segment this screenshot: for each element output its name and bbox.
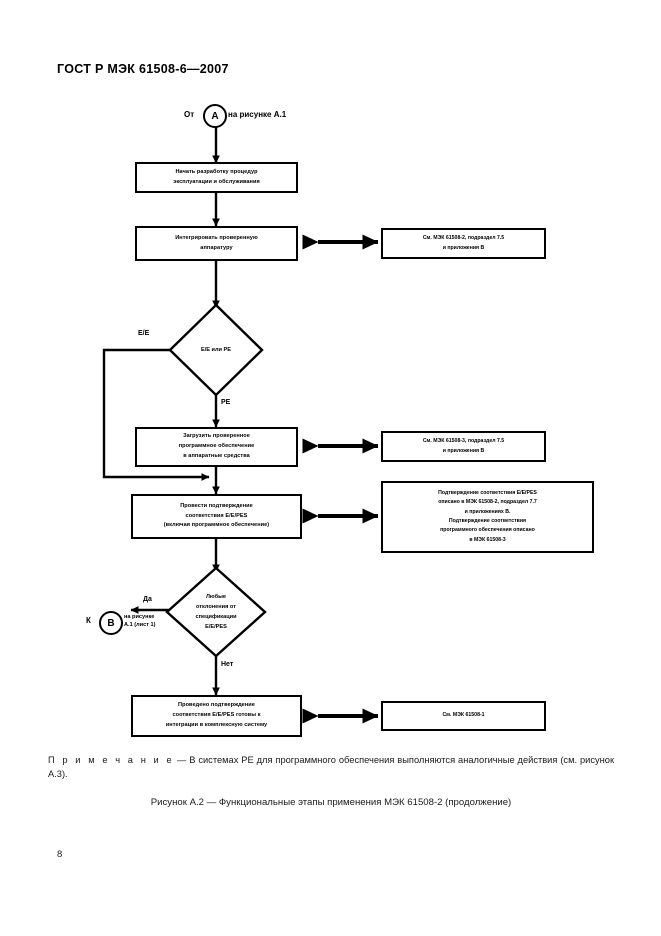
node-line: программное обеспечение bbox=[178, 443, 255, 450]
flowchart-connectors bbox=[102, 126, 379, 724]
node-line: Загрузить проверенное bbox=[183, 433, 250, 440]
entry-connector-suffix: на рисунке А.1 bbox=[228, 110, 287, 119]
reference-box-61508-1: См. МЭК 61508-1 bbox=[381, 701, 546, 731]
node-line: в аппаратные средства bbox=[183, 452, 250, 459]
node-line: аппаратуру bbox=[200, 244, 233, 251]
decision-shape-any-deviations bbox=[165, 566, 267, 658]
edge-label-ee: E/E bbox=[138, 330, 150, 337]
reference-line: См. МЭК 61508-2, подраздел 7.5 bbox=[422, 235, 505, 242]
entry-connector-circle-a: А bbox=[203, 104, 227, 128]
reference-box-61508-3-75: См. МЭК 61508-3, подраздел 7.5 и приложе… bbox=[381, 431, 546, 462]
reference-line: и приложениях B. bbox=[464, 508, 511, 515]
node-line: Начать разработку процедур bbox=[175, 168, 258, 175]
note-dash: — bbox=[174, 755, 190, 765]
reference-line: Подтверждение соответствия E/E/PES bbox=[438, 489, 537, 496]
process-box-ready-for-integration: Проведено подтверждение соответствия E/E… bbox=[131, 695, 302, 737]
note-paragraph: П р и м е ч а н и е — В системах PE для … bbox=[48, 753, 614, 781]
note-text: В системах PE для программного обеспечен… bbox=[48, 755, 615, 779]
exit-connector-prefix: К bbox=[86, 616, 91, 625]
process-box-start-procedures: Начать разработку процедур эксплуатации … bbox=[135, 162, 298, 193]
node-line: эксплуатации и обслуживания bbox=[173, 178, 260, 185]
process-box-integrate-hardware: Интегрировать проверенную аппаратуру bbox=[135, 226, 298, 261]
exit-connector-suffix-line1: на рисунке bbox=[124, 614, 155, 620]
reference-line: См. МЭК 61508-3, подраздел 7.5 bbox=[422, 438, 505, 445]
flowchart-diagram: От А на рисунке А.1 Начать разработку пр… bbox=[86, 104, 594, 737]
decision-line: отклонения от bbox=[196, 603, 236, 610]
edge-label-pe: PE bbox=[221, 399, 231, 406]
reference-box-validation: Подтверждение соответствия E/E/PES описа… bbox=[381, 481, 594, 553]
node-line: соответствия E/E/PES готовы к bbox=[172, 712, 261, 719]
reference-line: программного обеспечения описано bbox=[440, 527, 535, 534]
reference-line: и приложения B bbox=[442, 244, 485, 251]
reference-line: См. МЭК 61508-1 bbox=[442, 712, 485, 719]
document-header: ГОСТ Р МЭК 61508-6—2007 bbox=[57, 62, 229, 76]
decision-any-deviations: Любые отклонения от спецификации E/E/PES bbox=[167, 568, 265, 656]
process-box-load-software: Загрузить проверенное программное обеспе… bbox=[135, 427, 298, 467]
decision-line: E/E или PE bbox=[200, 346, 232, 353]
note-label: П р и м е ч а н и е bbox=[48, 755, 175, 765]
reference-line: описано в МЭК 61508-2, подраздел 7.7 bbox=[438, 499, 537, 506]
reference-line: Подтверждение соответствия bbox=[448, 518, 527, 524]
exit-connector-circle-b: В bbox=[99, 611, 123, 635]
edge-label-no: Нет bbox=[221, 661, 234, 668]
node-line: (включая программное обеспечение) bbox=[163, 522, 270, 529]
exit-connector-suffix: на рисунке А.1 (лист 1) bbox=[124, 613, 156, 630]
reference-box-61508-2-75: См. МЭК 61508-2, подраздел 7.5 и приложе… bbox=[381, 228, 546, 259]
edge-label-yes: Да bbox=[143, 596, 152, 603]
node-line: соответствия E/E/PES bbox=[185, 512, 248, 519]
decision-shape-ee-or-pe bbox=[168, 303, 264, 397]
node-line: Провести подтверждение bbox=[180, 502, 253, 509]
reference-line: в МЭК 61508-3 bbox=[469, 536, 506, 543]
decision-line: E/E/PES bbox=[205, 624, 227, 631]
exit-connector-suffix-line2: А.1 (лист 1) bbox=[124, 622, 156, 629]
figure-caption: Рисунок А.2 — Функциональные этапы приме… bbox=[150, 797, 512, 808]
decision-ee-or-pe: E/E или PE bbox=[170, 305, 262, 395]
node-line: интеграции в комплексную систему bbox=[165, 721, 268, 728]
decision-line: Любые bbox=[206, 593, 226, 600]
entry-connector-prefix: От bbox=[184, 110, 195, 119]
process-box-validate-eepes: Провести подтверждение соответствия E/E/… bbox=[131, 494, 302, 539]
page-number: 8 bbox=[57, 849, 63, 860]
node-line: Интегрировать проверенную bbox=[175, 234, 258, 241]
decision-line: спецификации bbox=[195, 614, 237, 620]
reference-line: и приложения B bbox=[442, 447, 485, 454]
node-line: Проведено подтверждение bbox=[178, 702, 255, 709]
